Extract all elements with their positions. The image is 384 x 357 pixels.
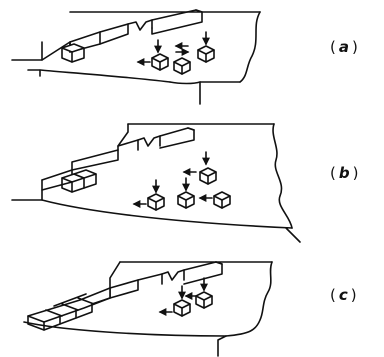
arrows xyxy=(136,31,210,66)
step-block-row xyxy=(27,287,111,331)
step-block xyxy=(73,169,97,189)
arrows xyxy=(158,277,208,316)
step-edge xyxy=(41,123,195,191)
panel-a xyxy=(11,9,261,105)
adatom-block xyxy=(213,191,231,209)
adatom-block xyxy=(173,299,191,317)
panel-b xyxy=(11,123,301,243)
adatom-block xyxy=(199,167,217,185)
adatom-block xyxy=(195,291,213,309)
panel-c xyxy=(23,261,273,357)
adatom-block xyxy=(177,191,195,209)
arrows xyxy=(132,151,213,208)
step-block xyxy=(61,43,85,63)
adatom-block xyxy=(147,193,165,211)
terrace-surface xyxy=(11,11,261,105)
adatom-block xyxy=(151,53,169,71)
panel-label-b: (b) xyxy=(330,164,358,182)
terrace-surface xyxy=(11,123,301,243)
panel-label-a: (a) xyxy=(330,38,358,56)
adatom-block xyxy=(197,45,215,63)
adatom-block xyxy=(173,57,191,75)
panel-label-c: (c) xyxy=(330,286,357,304)
terrace-surface xyxy=(23,261,273,357)
